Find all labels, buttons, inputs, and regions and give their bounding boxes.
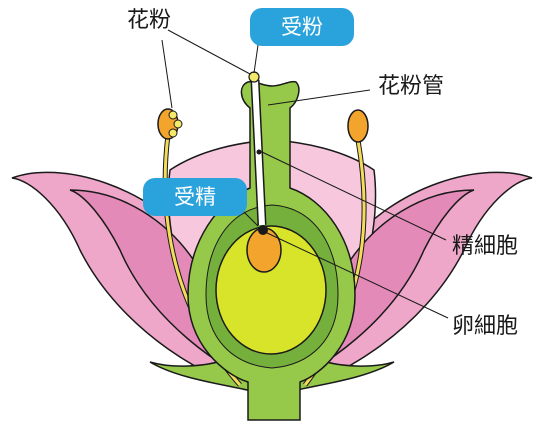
ovule xyxy=(215,225,327,355)
pollen-grain-2 xyxy=(173,119,183,129)
leader-pollination-badge xyxy=(253,44,259,74)
anther-right xyxy=(347,109,369,143)
sperm-cell-upper xyxy=(256,149,262,155)
pollen-grain-3 xyxy=(168,128,178,138)
leader-sperm-cell xyxy=(261,151,447,241)
leader-pollen-to-anther xyxy=(161,39,173,109)
label-egg-cell: 卵細胞 xyxy=(452,314,519,339)
label-pollen-tube: 花粉管 xyxy=(378,74,445,99)
label-sperm-cell: 精細胞 xyxy=(452,234,519,259)
sperm-cell-lower xyxy=(258,225,268,235)
badge-pollination: 受粉 xyxy=(250,8,354,46)
badge-fertilization: 受精 xyxy=(143,178,247,216)
leader-egg-cell xyxy=(264,231,449,319)
pollen-grain-1 xyxy=(168,110,178,120)
leader-pollen-tube xyxy=(267,89,371,106)
label-pollen: 花粉 xyxy=(127,8,172,33)
pollen-on-stigma xyxy=(248,71,260,83)
leader-pollen-to-stigma xyxy=(167,29,251,75)
